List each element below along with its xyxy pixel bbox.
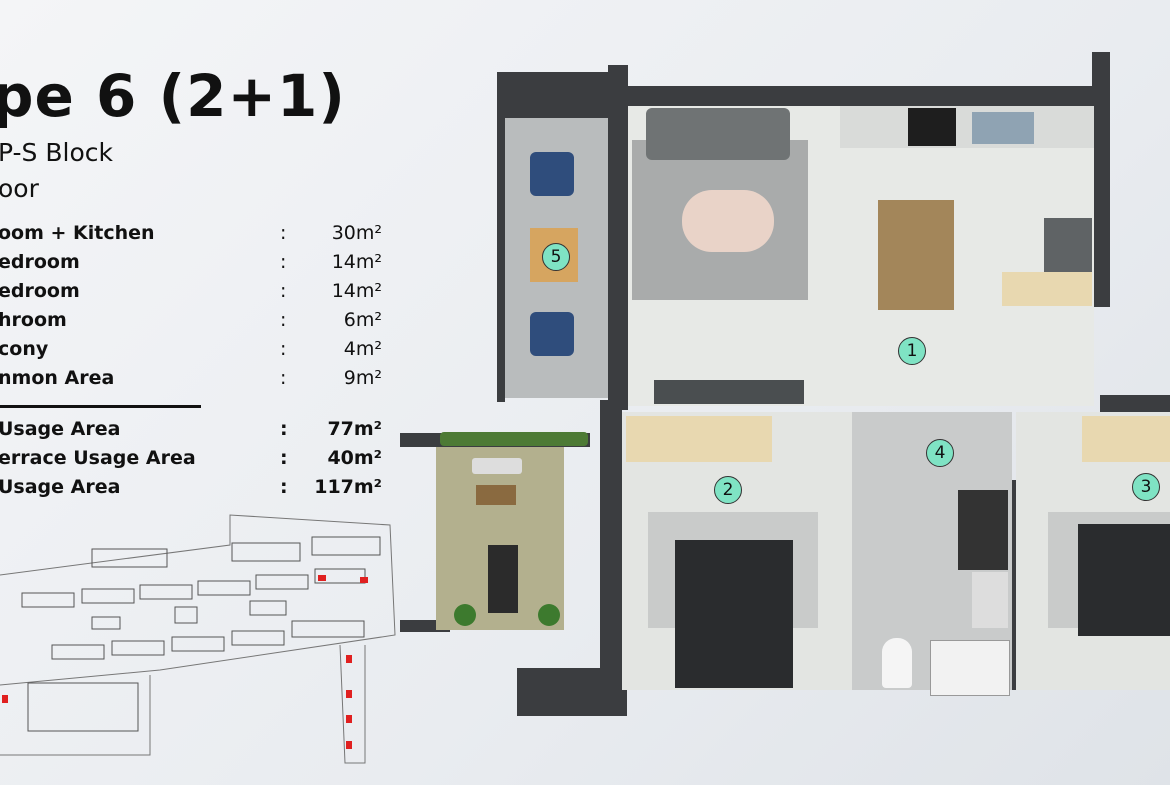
wardrobe (626, 416, 772, 462)
wardrobe (1082, 416, 1170, 462)
area-label: oom + Kitchen (0, 222, 155, 244)
armchair (530, 312, 574, 356)
room-marker-4: 4 (926, 439, 954, 467)
room-marker-3: 3 (1132, 473, 1160, 501)
highlighted-units (2, 575, 368, 749)
colon: : (280, 447, 288, 469)
colon: : (280, 476, 288, 498)
area-label: cony (0, 338, 49, 360)
area-value: 4m² (343, 338, 382, 360)
floor-name: oor (0, 174, 39, 203)
room-marker-5: 5 (542, 243, 570, 271)
bed (675, 540, 793, 688)
sofa (646, 108, 790, 160)
colon: : (280, 251, 287, 273)
toilet (882, 638, 912, 688)
colon: : (280, 338, 287, 360)
area-label: edroom (0, 280, 80, 302)
area-value: 30m² (331, 222, 382, 244)
room-marker-2: 2 (714, 476, 742, 504)
cooktop (908, 108, 956, 146)
total-value: 117m² (314, 476, 382, 498)
total-row: errace Usage Area: 40m² (0, 447, 388, 475)
washbasin (972, 572, 1008, 628)
colon: : (280, 280, 287, 302)
room-marker-1: 1 (898, 337, 926, 365)
fridge (1044, 218, 1092, 272)
area-row: edroom: 14m² (0, 251, 388, 279)
area-value: 14m² (331, 280, 382, 302)
area-label: edroom (0, 251, 80, 273)
area-row: edroom: 14m² (0, 280, 388, 308)
sofa (472, 458, 522, 474)
sink (972, 112, 1034, 144)
area-label: hroom (0, 309, 67, 331)
page-title: pe 6 (2+1) (0, 62, 346, 130)
site-plan (0, 514, 396, 764)
bed (1078, 524, 1170, 636)
divider (0, 405, 201, 408)
counter (1002, 272, 1092, 306)
total-row: Usage Area: 77m² (0, 418, 388, 446)
area-row: hroom: 6m² (0, 309, 388, 337)
colon: : (280, 367, 287, 389)
colon: : (280, 418, 288, 440)
coffee-table (682, 190, 774, 252)
total-label: Usage Area (0, 476, 121, 498)
area-value: 9m² (343, 367, 382, 389)
area-row: cony: 4m² (0, 338, 388, 366)
washer-cabinet (958, 490, 1008, 570)
kitchen-counter (840, 106, 1094, 148)
tv-console (654, 380, 804, 404)
planter (440, 432, 588, 446)
block-name: P-S Block (0, 138, 113, 167)
colon: : (280, 309, 287, 331)
coffee-table (476, 485, 516, 505)
total-label: errace Usage Area (0, 447, 196, 469)
shower (930, 640, 1010, 696)
area-row: oom + Kitchen: 30m² (0, 222, 388, 250)
total-label: Usage Area (0, 418, 121, 440)
area-value: 14m² (331, 251, 382, 273)
total-row: Usage Area: 117m² (0, 476, 388, 504)
armchair (530, 152, 574, 196)
total-value: 40m² (327, 447, 382, 469)
plant (454, 604, 476, 626)
plant (538, 604, 560, 626)
colon: : (280, 222, 287, 244)
area-label: nmon Area (0, 367, 115, 389)
area-row: nmon Area: 9m² (0, 367, 388, 395)
total-value: 77m² (327, 418, 382, 440)
dining-table (488, 545, 518, 613)
dining-table (878, 200, 954, 310)
area-value: 6m² (343, 309, 382, 331)
